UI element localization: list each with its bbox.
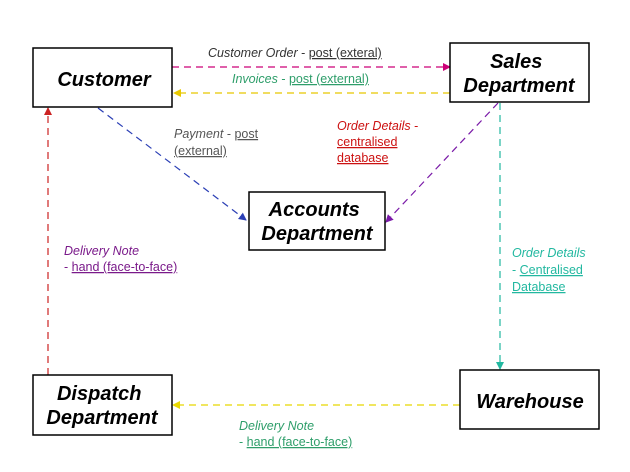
node-sales-label-line: Department bbox=[463, 75, 575, 97]
edge-label-order-details-accounts: Order Details - centralised database bbox=[337, 119, 422, 165]
node-warehouse-box bbox=[459, 369, 600, 430]
node-dispatch-label-line: Dispatch bbox=[57, 383, 141, 405]
node-sales-label-line: Sales bbox=[490, 51, 542, 73]
node-accounts-label-line: Department bbox=[261, 223, 373, 245]
node-accounts-department: Accounts Department bbox=[248, 191, 386, 251]
node-sales-box bbox=[449, 42, 590, 103]
node-dispatch-department: Dispatch Department bbox=[32, 374, 173, 436]
node-customer-box bbox=[32, 47, 173, 108]
node-sales-label: Sales Department bbox=[463, 51, 575, 97]
edge-label-delivery-note-dispatch: Delivery Note - hand (face-to-face) bbox=[239, 419, 352, 449]
edge-order-details-accounts-line bbox=[385, 102, 499, 223]
node-warehouse-label-line: Warehouse bbox=[476, 391, 583, 413]
edge-label-payment: Payment - post (external) bbox=[174, 127, 262, 158]
node-dispatch-label-line: Department bbox=[46, 407, 158, 429]
node-accounts-box bbox=[248, 191, 386, 251]
node-dispatch-label: Dispatch Department bbox=[46, 383, 158, 429]
edge-label-customer-order: Customer Order - post (exteral) bbox=[208, 46, 382, 60]
edge-label-delivery-note-customer: Delivery Note - hand (face-to-face) bbox=[64, 244, 177, 274]
node-accounts-label: Accounts Department bbox=[261, 199, 373, 245]
node-customer-label: Customer bbox=[57, 69, 152, 91]
edge-label-invoices: Invoices - post (external) bbox=[232, 72, 369, 86]
node-accounts-label-line: Accounts bbox=[268, 199, 360, 221]
node-sales-department: Sales Department bbox=[449, 42, 590, 103]
node-customer: Customer bbox=[32, 47, 173, 108]
node-warehouse-label: Warehouse bbox=[476, 391, 583, 413]
edge-label-order-details-warehouse: Order Details - Centralised Database bbox=[512, 246, 589, 294]
node-customer-label-line: Customer bbox=[57, 69, 152, 91]
node-dispatch-box bbox=[32, 374, 173, 436]
node-warehouse: Warehouse bbox=[459, 369, 600, 430]
edge-payment-line bbox=[97, 107, 247, 221]
